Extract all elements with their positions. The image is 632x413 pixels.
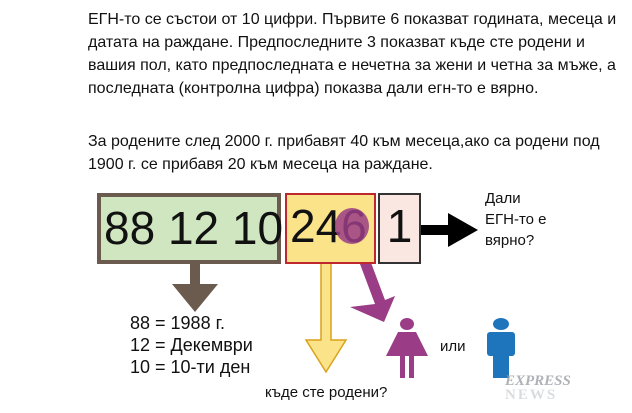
yellow-down-arrow — [304, 262, 348, 374]
watermark-line: EXPRESS — [505, 373, 571, 389]
date-legend-line: 12 = Декември — [130, 335, 253, 355]
date-digits-box: 88 12 10 — [97, 193, 283, 264]
check-question-line: Дали — [485, 190, 521, 207]
check-question-line: ЕГН-то е — [485, 211, 547, 228]
or-label: или — [440, 338, 466, 355]
black-right-arrow — [420, 213, 478, 247]
region-question: къде сте родени? — [265, 384, 388, 401]
check-digit-box: 1 — [378, 193, 421, 264]
check-question: Дали ЕГН-то е вярно? — [485, 188, 547, 251]
watermark-logo: EXPRESS NEWS — [505, 373, 571, 403]
brown-down-arrow — [172, 263, 218, 312]
watermark-line: NEWS — [505, 387, 558, 403]
male-icon — [487, 318, 515, 378]
date-legend: 88 = 1988 г. 12 = Декември 10 = 10-ти де… — [130, 312, 253, 378]
region-digits-box: 246 — [285, 193, 376, 264]
check-question-line: вярно? — [485, 232, 535, 249]
date-legend-line: 88 = 1988 г. — [130, 313, 225, 333]
second-paragraph: За родените след 2000 г. прибавят 40 към… — [88, 133, 600, 173]
date-legend-line: 10 = 10-ти ден — [130, 357, 251, 377]
intro-paragraph: ЕГН-то се състои от 10 цифри. Първите 6 … — [88, 11, 617, 97]
female-icon — [386, 318, 428, 378]
